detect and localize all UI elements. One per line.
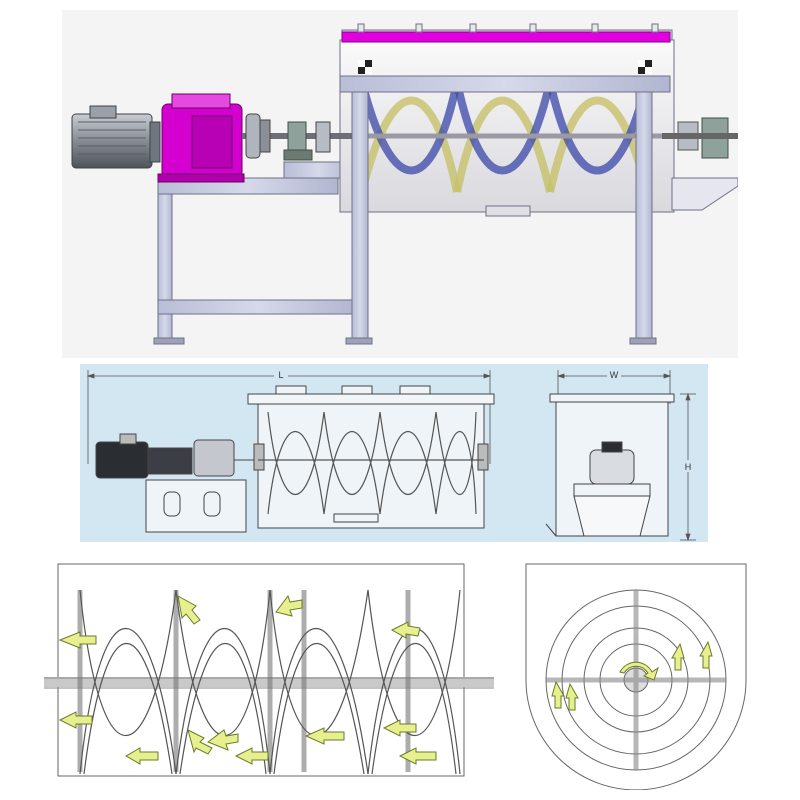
length-dimension <box>86 370 492 464</box>
flow-arrows-end <box>551 640 713 711</box>
material-flow-diagram <box>44 563 747 790</box>
coupling <box>245 113 331 161</box>
flow-arrows-side <box>58 594 437 765</box>
dimension-drawing: L W <box>86 368 696 542</box>
flow-panel <box>40 560 780 790</box>
render-panel <box>62 10 738 358</box>
lid-strip <box>341 31 671 43</box>
mixer-trough <box>339 23 675 217</box>
ribbon-agitator <box>342 81 672 193</box>
base-frame <box>153 161 359 345</box>
blueprint-panel: L W <box>80 364 708 542</box>
tail-bearing <box>662 117 738 211</box>
length-label: L <box>278 370 283 380</box>
end-view <box>545 393 675 537</box>
side-view <box>95 385 495 533</box>
discharge-valve <box>485 205 531 217</box>
motor <box>71 105 161 169</box>
flow-end-section <box>525 563 747 790</box>
height-label: H <box>685 462 692 472</box>
width-label: W <box>610 370 619 380</box>
ribbon-blender-render <box>71 23 738 345</box>
lifting-lug <box>358 60 652 74</box>
gear-reducer <box>157 93 352 183</box>
flow-side-section <box>44 563 494 777</box>
top-frame <box>339 60 671 345</box>
side-view-ribbons <box>258 411 484 515</box>
